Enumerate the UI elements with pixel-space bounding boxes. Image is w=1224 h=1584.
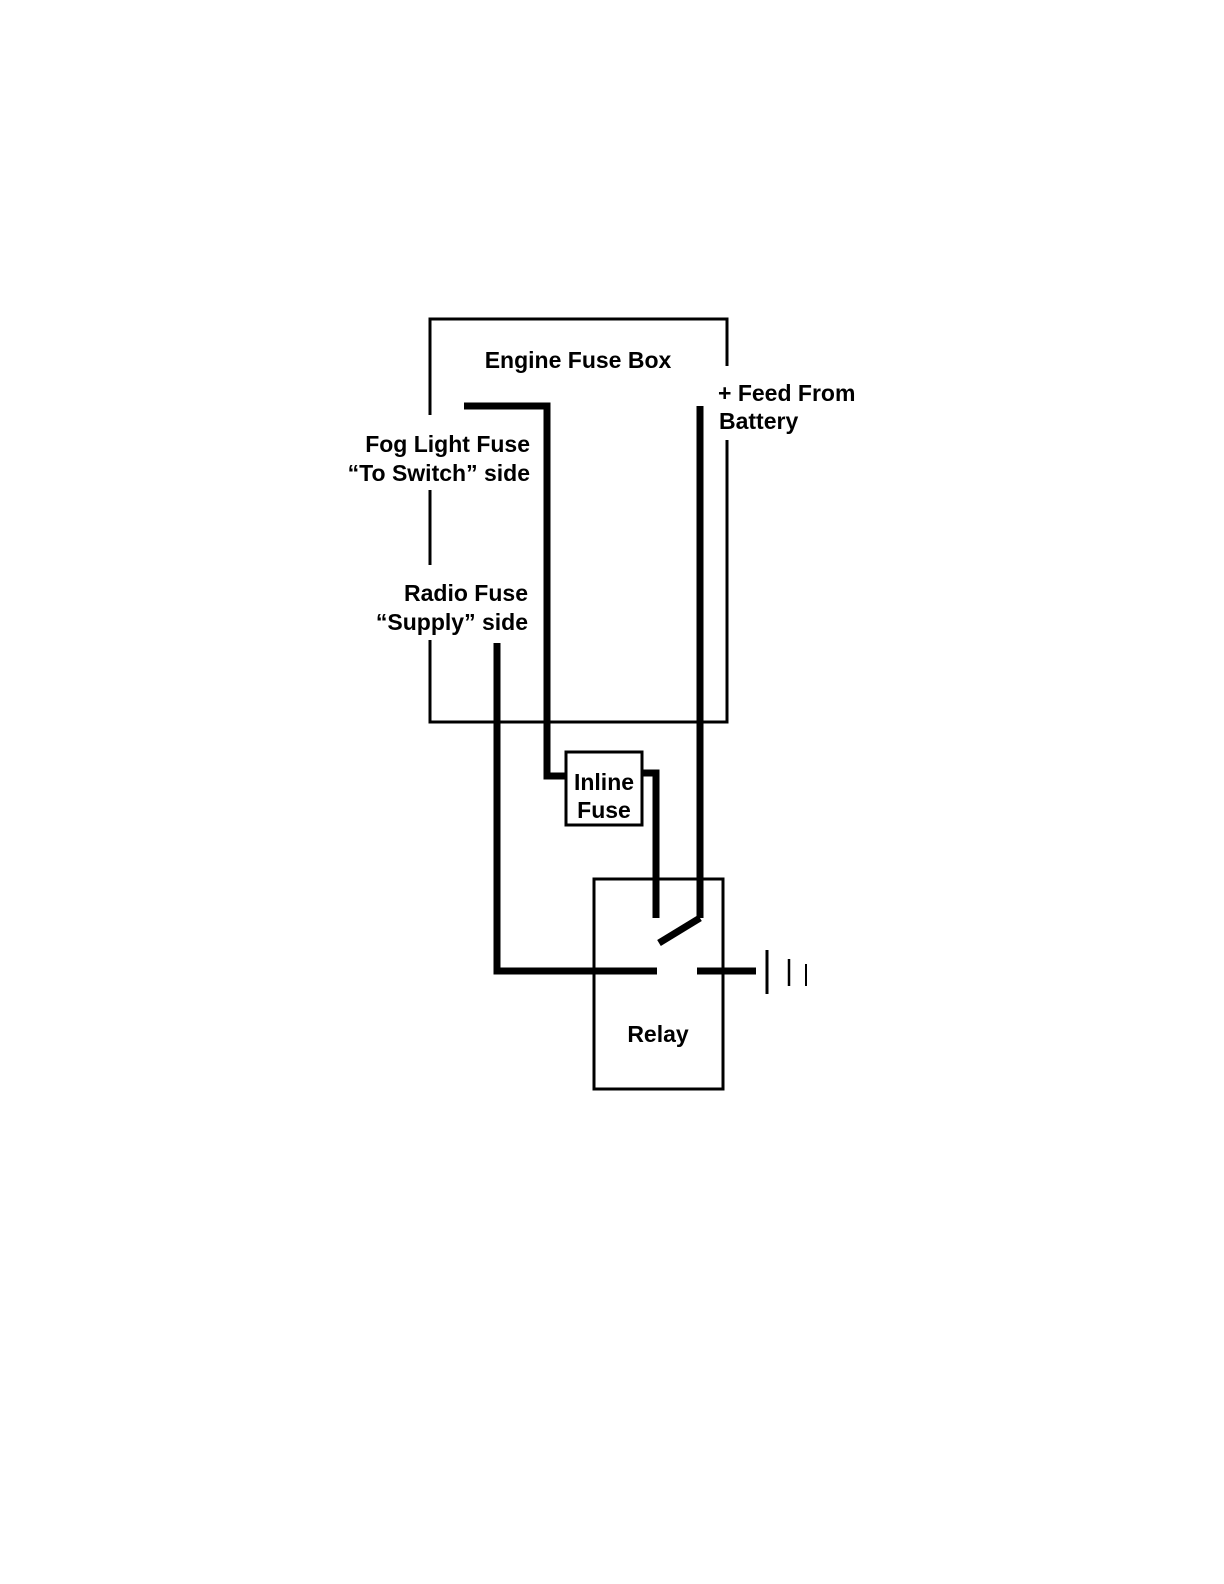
inline-fuse-label-line1: Inline xyxy=(574,769,634,795)
feed-label-line2: Battery xyxy=(719,408,798,434)
radio-fuse-wire xyxy=(493,643,657,975)
fog-label-line2: “To Switch” side xyxy=(348,460,530,486)
relay-switch-arm xyxy=(657,915,702,946)
ground-icon xyxy=(765,950,807,994)
radio-label-line2: “Supply” side xyxy=(376,609,528,635)
inline-fuse-to-relay-wire xyxy=(642,769,660,918)
engine-fuse-box xyxy=(428,317,729,724)
fog-light-wire xyxy=(464,402,566,780)
inline-fuse-label-line2: Fuse xyxy=(577,797,631,823)
radio-label-line1: Radio Fuse xyxy=(404,580,528,606)
fuse-box-label: Engine Fuse Box xyxy=(485,347,672,373)
inline-fuse-box xyxy=(564,750,644,827)
fog-label-line1: Fog Light Fuse xyxy=(365,431,530,457)
relay-label: Relay xyxy=(627,1021,689,1047)
feed-label-line1: + Feed From xyxy=(718,380,855,406)
